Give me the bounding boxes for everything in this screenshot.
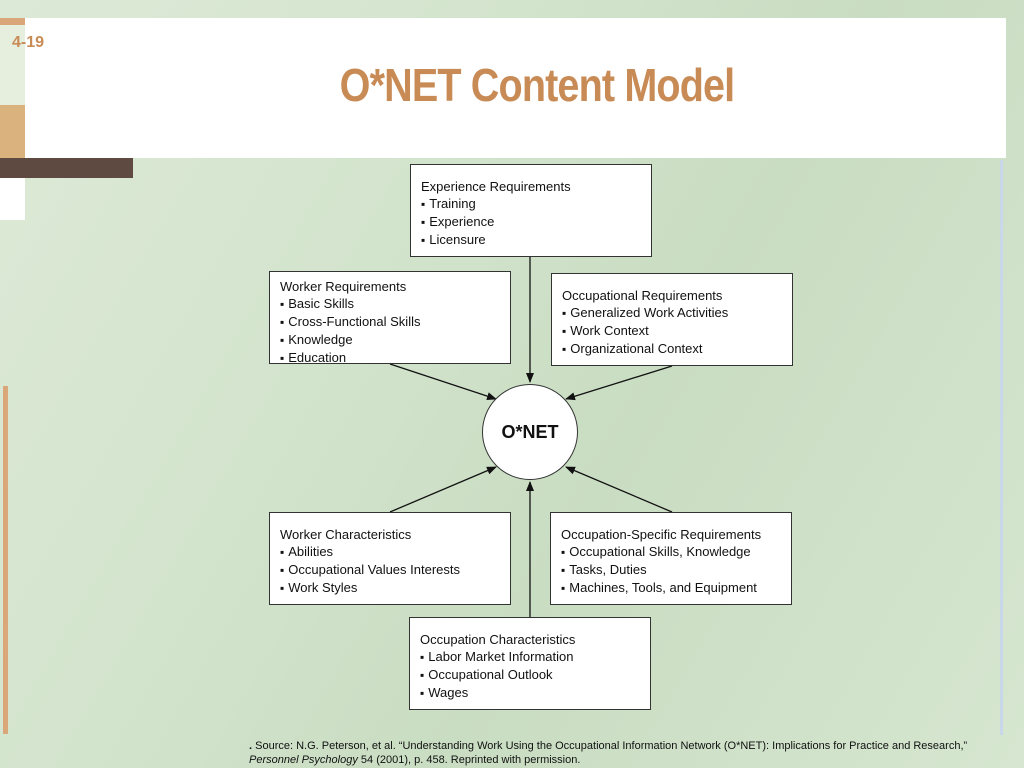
- list-item: Basic Skills: [280, 295, 500, 313]
- source-line-2: 54 (2001), p. 458. Reprinted with permis…: [357, 754, 581, 766]
- box-occupational-requirements: Occupational Requirements Generalized Wo…: [551, 273, 793, 366]
- arrow-worker-characteristics: [389, 466, 497, 513]
- list-item: Abilities: [280, 543, 500, 561]
- list-item: Occupational Outlook: [420, 666, 640, 684]
- deco-right-line: [1000, 160, 1003, 735]
- box-heading: Experience Requirements: [421, 179, 571, 194]
- box-occupation-characteristics: Occupation Characteristics Labor Market …: [409, 617, 651, 710]
- list-item: Licensure: [421, 231, 641, 249]
- list-item: Training: [421, 195, 641, 213]
- list-item: Work Context: [562, 322, 782, 340]
- title-band: [25, 18, 1006, 158]
- arrow-occupation-specific: [565, 466, 673, 513]
- source-journal: Personnel Psychology: [249, 754, 358, 766]
- box-heading: Worker Characteristics: [280, 527, 412, 542]
- box-heading: Occupation-Specific Requirements: [561, 527, 762, 542]
- list-item: Experience: [421, 213, 641, 231]
- list-item: Machines, Tools, and Equipment: [561, 579, 781, 597]
- list-item: Cross-Functional Skills: [280, 313, 500, 331]
- box-worker-requirements: Worker Requirements Basic Skills Cross-F…: [269, 271, 511, 367]
- list-item: Education: [280, 349, 500, 367]
- list-item: Organizational Context: [562, 340, 782, 358]
- source-line-1: Source: N.G. Peterson, et al. “Understan…: [255, 740, 968, 752]
- onet-center-circle: O*NET: [482, 384, 578, 480]
- deco-dark-bar: [0, 158, 133, 178]
- slide-number: 4-19: [12, 34, 45, 51]
- box-occupation-specific-requirements: Occupation-Specific Requirements Occupat…: [550, 512, 792, 605]
- box-heading: Worker Requirements: [280, 279, 407, 294]
- box-heading: Occupational Requirements: [562, 288, 723, 303]
- deco-left-stripe: [3, 386, 8, 734]
- box-heading: Occupation Characteristics: [420, 632, 576, 647]
- list-item: Generalized Work Activities: [562, 304, 782, 322]
- arrow-worker-requirements: [389, 363, 497, 400]
- deco-white-block: [0, 178, 25, 220]
- list-item: Occupational Skills, Knowledge: [561, 543, 781, 561]
- box-worker-characteristics: Worker Characteristics Abilities Occupat…: [269, 512, 511, 605]
- list-item: Labor Market Information: [420, 648, 640, 666]
- slide-title: O*NET Content Model: [339, 59, 735, 111]
- box-experience-requirements: Experience Requirements Training Experie…: [410, 164, 652, 257]
- list-item: Occupational Values Interests: [280, 561, 500, 579]
- list-item: Tasks, Duties: [561, 561, 781, 579]
- arrow-occupational-requirements: [565, 365, 673, 401]
- source-citation: . Source: N.G. Peterson, et al. “Underst…: [249, 740, 968, 766]
- list-item: Work Styles: [280, 579, 500, 597]
- list-item: Knowledge: [280, 331, 500, 349]
- list-item: Wages: [420, 684, 640, 702]
